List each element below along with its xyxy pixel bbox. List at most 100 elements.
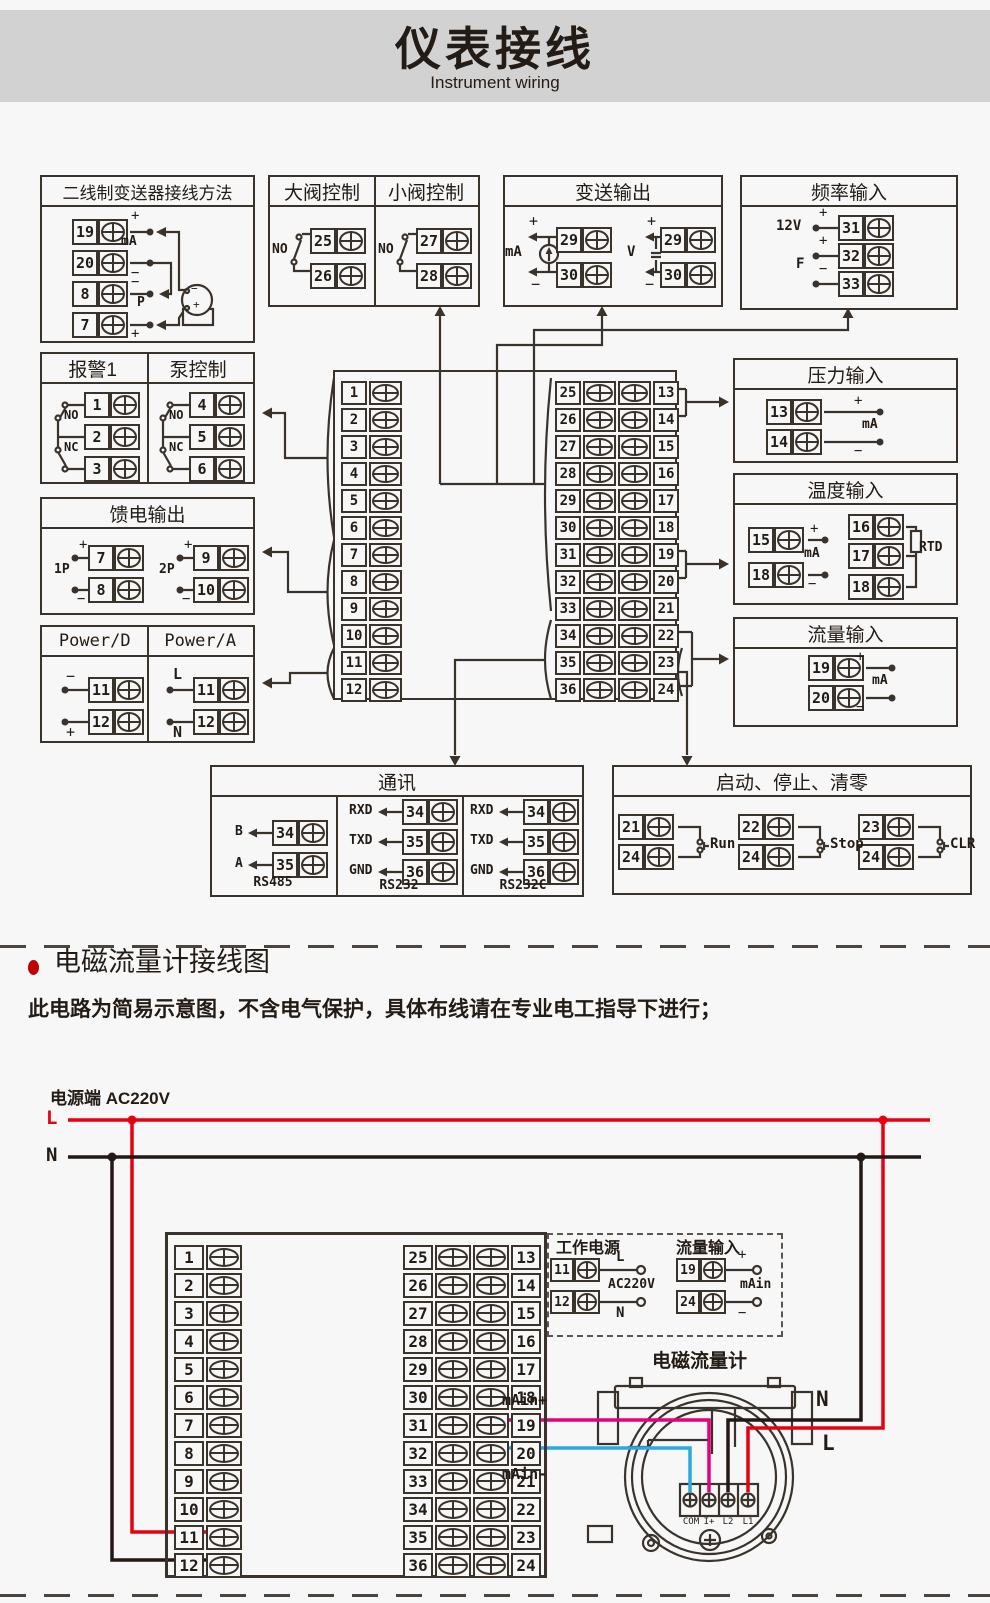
terminal-screw-icon <box>583 488 616 513</box>
terminal-screw-icon <box>219 677 249 703</box>
terminal-number: 14 <box>511 1272 541 1298</box>
polarity-label: + <box>856 649 865 665</box>
terminal-screw-icon <box>874 574 904 600</box>
box-title: 变送输出 <box>505 177 721 207</box>
terminal: 36 <box>523 859 579 885</box>
terminal-screw-icon <box>700 1258 726 1282</box>
terminal-number: 34 <box>403 1496 433 1522</box>
terminal-screw-icon <box>618 596 651 621</box>
terminal: 22 <box>738 814 794 840</box>
box-flow-input: 流量输入 <box>733 617 958 727</box>
polarity-label: + <box>131 208 140 224</box>
terminal-number: 13 <box>511 1244 541 1270</box>
terminal: 4 <box>189 392 245 418</box>
terminal-number: 15 <box>748 527 774 553</box>
terminal-number: 21 <box>511 1468 541 1494</box>
terminal: 36 <box>402 859 458 885</box>
terminal: 6 <box>189 456 245 482</box>
terminal-number: 6 <box>341 515 367 540</box>
terminal-number: 23 <box>653 650 679 675</box>
terminal: 19 <box>676 1258 726 1282</box>
terminal-row: 4 <box>174 1327 242 1355</box>
terminal-number: 24 <box>618 844 644 870</box>
terminal: 8 <box>88 577 144 603</box>
terminal-number: 14 <box>653 407 679 432</box>
lower-heading: 电磁流量计接线图 <box>54 947 270 977</box>
terminal-screw-icon <box>428 829 458 855</box>
terminal-number: 30 <box>556 262 582 288</box>
box-feed-output: 馈电输出 <box>40 497 255 615</box>
terminal-screw-icon <box>215 424 245 450</box>
terminal-number: 16 <box>653 461 679 486</box>
n-label: N <box>616 1305 625 1321</box>
polarity-label: + <box>79 537 88 553</box>
terminal-screw-icon <box>473 1356 509 1382</box>
terminal-screw-icon <box>114 545 144 571</box>
terminal-number: 18 <box>748 562 774 588</box>
terminal-number: 17 <box>848 543 874 569</box>
terminal-row: 7 <box>341 541 402 568</box>
terminal-number: 34 <box>402 799 428 825</box>
terminal-number: 23 <box>858 814 884 840</box>
terminal-number: 32 <box>403 1440 433 1466</box>
terminal-number: 11 <box>88 677 114 703</box>
v12-label: 12V <box>776 218 802 234</box>
terminal-screw-icon <box>884 844 914 870</box>
terminal-number: 12 <box>193 709 219 735</box>
terminal-number: 33 <box>403 1468 433 1494</box>
terminal-row: 1 <box>174 1243 242 1271</box>
box-title: 频率输入 <box>742 177 956 207</box>
terminal-row: 10 <box>341 622 402 649</box>
terminal-screw-icon <box>435 1524 471 1550</box>
terminal-screw-icon <box>864 271 894 297</box>
polarity-label: − <box>66 667 76 685</box>
terminal-screw-icon <box>582 227 612 253</box>
meter-terminal-l2: L2 <box>722 1517 734 1527</box>
terminal-number: 34 <box>272 820 298 846</box>
terminal-row: 6 <box>341 514 402 541</box>
terminal-number: 6 <box>189 456 215 482</box>
terminal-screw-icon <box>435 1328 471 1354</box>
terminal-row: 9 <box>174 1467 242 1495</box>
box-title: 通讯 <box>212 767 582 797</box>
terminal-screw-icon <box>473 1412 509 1438</box>
clr-label: CLR <box>950 836 976 852</box>
ma-label: mA <box>862 417 878 432</box>
txd-label: TXD <box>349 833 373 848</box>
terminal-number: 5 <box>189 424 215 450</box>
terminal-screw-icon <box>473 1524 509 1550</box>
box-title-power-a: Power/A <box>164 631 237 651</box>
terminal-row: 3 <box>341 433 402 460</box>
terminal: 21 <box>618 814 674 840</box>
terminal-screw-icon <box>583 677 616 702</box>
terminal-number: 12 <box>174 1552 204 1578</box>
box-title: 二线制变送器接线方法 <box>42 177 253 207</box>
terminal-screw-icon <box>618 650 651 675</box>
terminal-number: 13 <box>766 399 792 425</box>
terminal: 30 <box>660 262 716 288</box>
terminal: 14 <box>766 429 822 455</box>
terminal: 5 <box>189 424 245 450</box>
divider <box>373 177 376 305</box>
terminal: 7 <box>72 312 128 338</box>
terminal-screw-icon <box>473 1468 509 1494</box>
terminal: 34 <box>523 799 579 825</box>
power-source-label: 电源端 AC220V <box>50 1089 170 1108</box>
terminal-number: 12 <box>550 1290 574 1314</box>
terminal-screw-icon <box>884 814 914 840</box>
polarity-label: − <box>131 274 140 290</box>
terminal-number: 20 <box>653 569 679 594</box>
terminal-screw-icon <box>215 392 245 418</box>
polarity-label: − <box>854 443 863 459</box>
terminal: 17 <box>848 543 904 569</box>
terminal-screw-icon <box>618 407 651 432</box>
terminal-row: 4 <box>341 460 402 487</box>
terminal-screw-icon <box>435 1300 471 1326</box>
